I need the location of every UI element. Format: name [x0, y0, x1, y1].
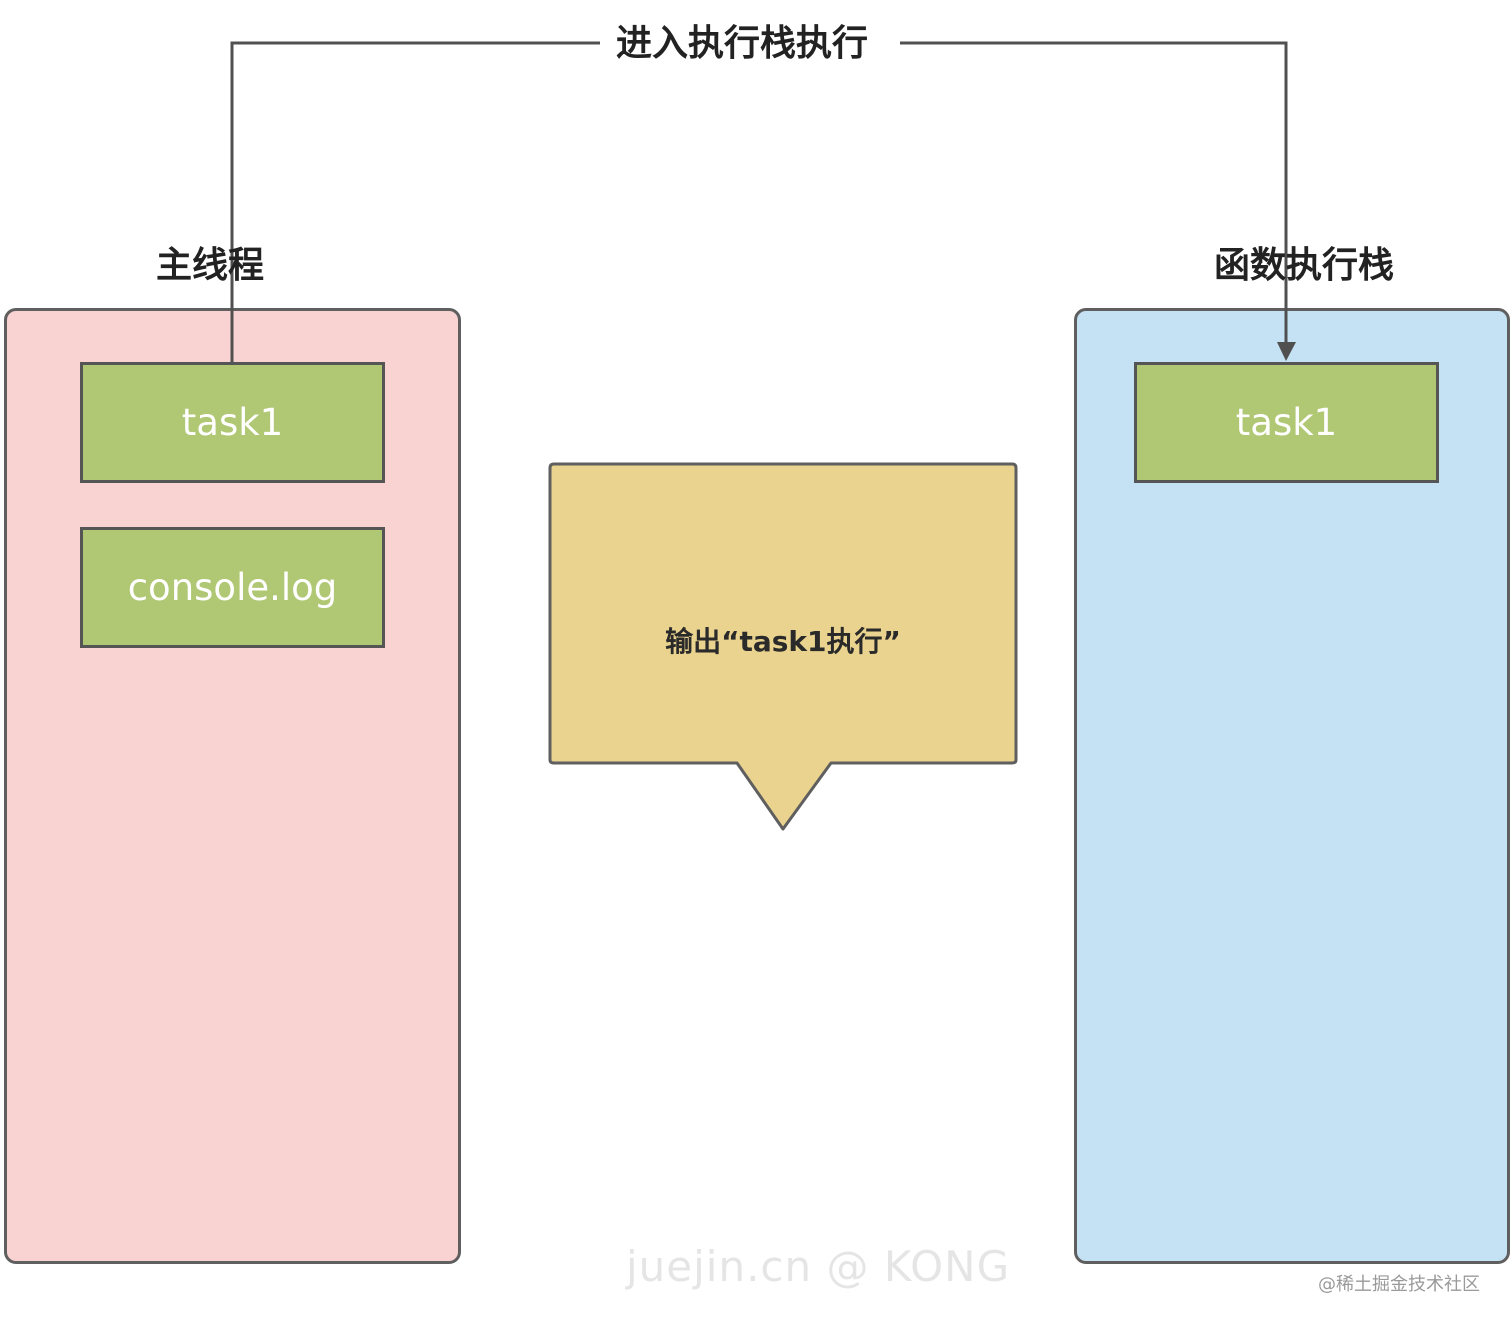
call-stack-task1-block: task1 — [1134, 362, 1439, 483]
connector-line-right — [900, 41, 1288, 344]
callout-text: 输出“task1执行” — [665, 625, 901, 658]
watermark: juejin.cn @ KONG — [626, 1242, 1011, 1291]
call-stack-title: 函数执行栈 — [1214, 245, 1395, 286]
source-mark: @稀土掘金技术社区 — [1318, 1274, 1480, 1295]
main-thread-title: 主线程 — [156, 245, 265, 286]
connector-label: 进入执行栈执行 — [616, 23, 869, 64]
main-thread-task1-block: task1 — [80, 362, 385, 483]
main-thread-console-log-block: console.log — [80, 527, 385, 648]
